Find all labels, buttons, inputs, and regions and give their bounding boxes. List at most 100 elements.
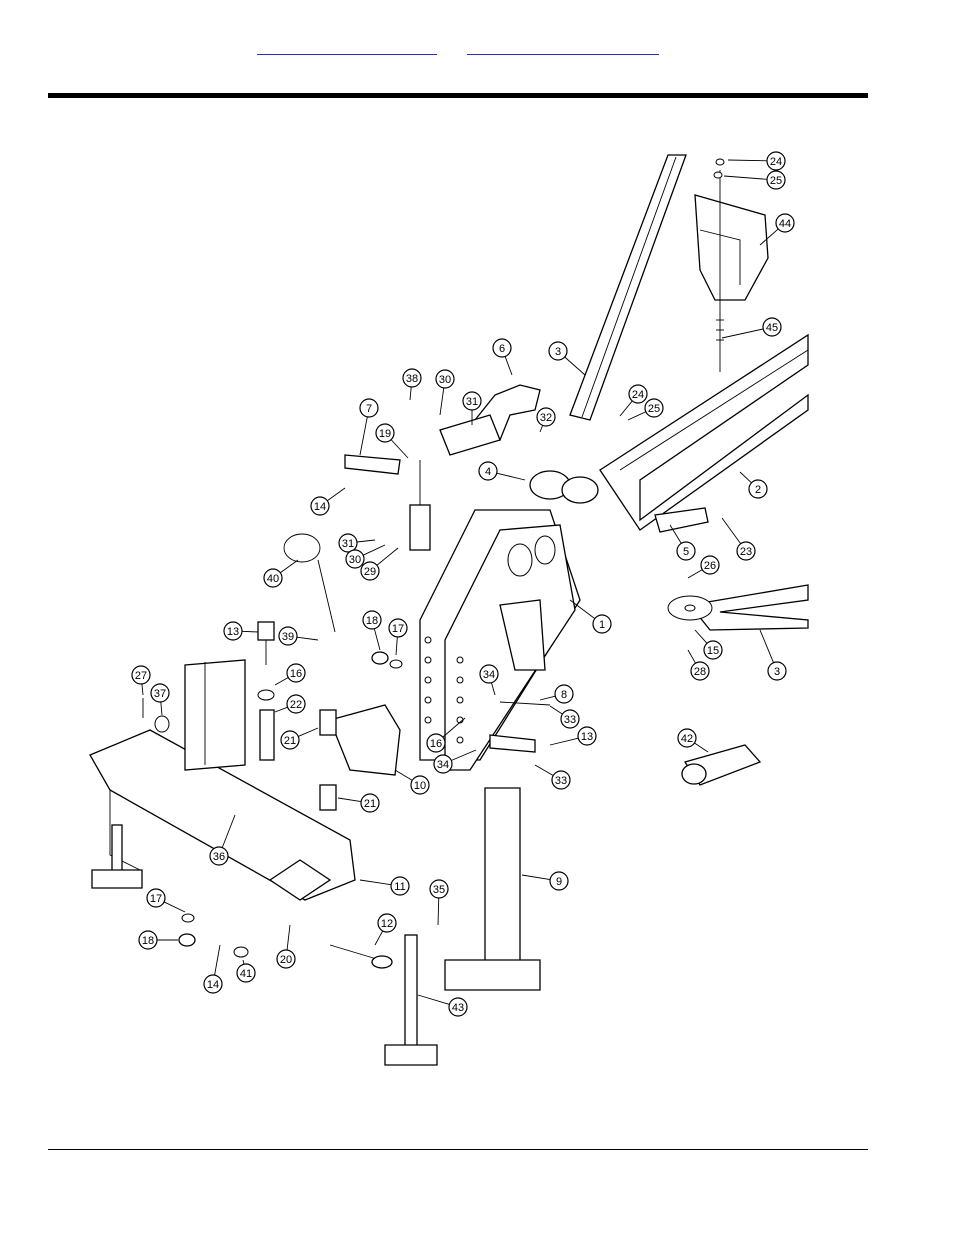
callout-15: 15 xyxy=(703,640,723,660)
header-link-2[interactable] xyxy=(467,40,659,55)
callout-leader xyxy=(539,425,544,433)
callout-number: 1 xyxy=(599,619,605,631)
callout-circle xyxy=(360,793,380,813)
callout-number: 25 xyxy=(770,175,782,187)
callout-leader xyxy=(687,649,696,664)
callout-number: 31 xyxy=(466,396,478,408)
callout-16: 16 xyxy=(286,663,306,683)
callout-24: 24 xyxy=(766,151,786,171)
callout-circle xyxy=(146,888,166,908)
callout-number: 13 xyxy=(581,731,593,743)
callout-leader xyxy=(491,682,496,696)
callout-21: 21 xyxy=(360,793,380,813)
callout-number: 18 xyxy=(366,615,378,627)
callout-14: 14 xyxy=(310,496,330,516)
callout-circle xyxy=(150,683,170,703)
callout-leader xyxy=(442,717,466,738)
callout-leader xyxy=(390,439,409,459)
callout-number: 26 xyxy=(704,560,716,572)
callout-5: 5 xyxy=(676,541,696,561)
callout-number: 14 xyxy=(314,501,326,513)
callout-42: 42 xyxy=(677,728,697,748)
callout-number: 23 xyxy=(740,546,752,558)
callout-circle xyxy=(131,665,151,685)
callout-circle xyxy=(426,733,446,753)
callout-circle xyxy=(560,709,580,729)
callout-circle xyxy=(628,384,648,404)
callout-number: 4 xyxy=(485,466,491,478)
callout-circle xyxy=(766,170,786,190)
callout-circle xyxy=(479,664,499,684)
callout-circle xyxy=(236,963,256,983)
callout-38: 38 xyxy=(402,368,422,388)
callout-circle xyxy=(775,213,795,233)
callout-number: 5 xyxy=(683,546,689,558)
callout-number: 16 xyxy=(430,738,442,750)
callout-leader xyxy=(280,559,299,574)
callout-number: 19 xyxy=(379,428,391,440)
callout-number: 30 xyxy=(439,374,451,386)
callout-number: 42 xyxy=(681,733,693,745)
callout-number: 24 xyxy=(632,389,644,401)
callout-leader xyxy=(496,472,526,481)
callout-leader xyxy=(627,411,647,421)
callout-circle xyxy=(677,728,697,748)
callout-circle xyxy=(700,555,720,575)
callout-circle xyxy=(676,541,696,561)
callout-number: 43 xyxy=(452,1002,464,1014)
callout-number: 40 xyxy=(267,573,279,585)
callout-circle xyxy=(554,684,574,704)
callout-circle xyxy=(138,930,158,950)
callout-number: 3 xyxy=(774,666,780,678)
callout-circle xyxy=(767,661,787,681)
callout-17: 17 xyxy=(388,618,408,638)
callout-17: 17 xyxy=(146,888,166,908)
callout-number: 34 xyxy=(437,759,449,771)
callout-25: 25 xyxy=(644,398,664,418)
callout-number: 41 xyxy=(240,968,252,980)
callout-circle xyxy=(362,610,382,630)
callout-31: 31 xyxy=(338,533,358,553)
callout-leader xyxy=(549,737,579,746)
callout-leader xyxy=(721,328,764,339)
header-link-1[interactable] xyxy=(257,40,437,55)
callout-circle xyxy=(762,317,782,337)
callout-18: 18 xyxy=(138,930,158,950)
callout-45: 45 xyxy=(762,317,782,337)
callout-number: 44 xyxy=(779,218,791,230)
callout-leader xyxy=(694,742,709,753)
callout-leader xyxy=(721,517,742,544)
callout-leader xyxy=(298,727,319,737)
callout-circle xyxy=(435,369,455,389)
callout-37: 37 xyxy=(150,683,170,703)
callout-leader xyxy=(362,544,386,556)
callout-number: 27 xyxy=(135,670,147,682)
callout-12: 12 xyxy=(377,913,397,933)
callout-24: 24 xyxy=(628,384,648,404)
callout-circle xyxy=(203,974,223,994)
callout-33: 33 xyxy=(551,770,571,790)
callout-circle xyxy=(551,770,571,790)
callout-29: 29 xyxy=(360,561,380,581)
callout-leader xyxy=(549,705,563,715)
callout-44: 44 xyxy=(775,213,795,233)
callout-circle xyxy=(345,549,365,569)
callout-leader xyxy=(569,599,596,619)
callout-36: 36 xyxy=(209,846,229,866)
callout-leader xyxy=(451,749,477,761)
callout-leader xyxy=(687,569,703,579)
callout-leader xyxy=(214,944,221,976)
callout-circle xyxy=(263,568,283,588)
callout-number: 22 xyxy=(290,699,302,711)
callout-circle xyxy=(549,871,569,891)
hitch-assembly-drawing xyxy=(89,154,809,1066)
callout-3: 3 xyxy=(767,661,787,681)
callout-circle xyxy=(310,496,330,516)
callout-circle xyxy=(592,614,612,634)
callout-number: 45 xyxy=(766,322,778,334)
callout-number: 9 xyxy=(556,876,562,888)
callout-circle xyxy=(766,151,786,171)
callout-number: 15 xyxy=(707,645,719,657)
callout-13: 13 xyxy=(577,726,597,746)
callout-number: 30 xyxy=(349,554,361,566)
